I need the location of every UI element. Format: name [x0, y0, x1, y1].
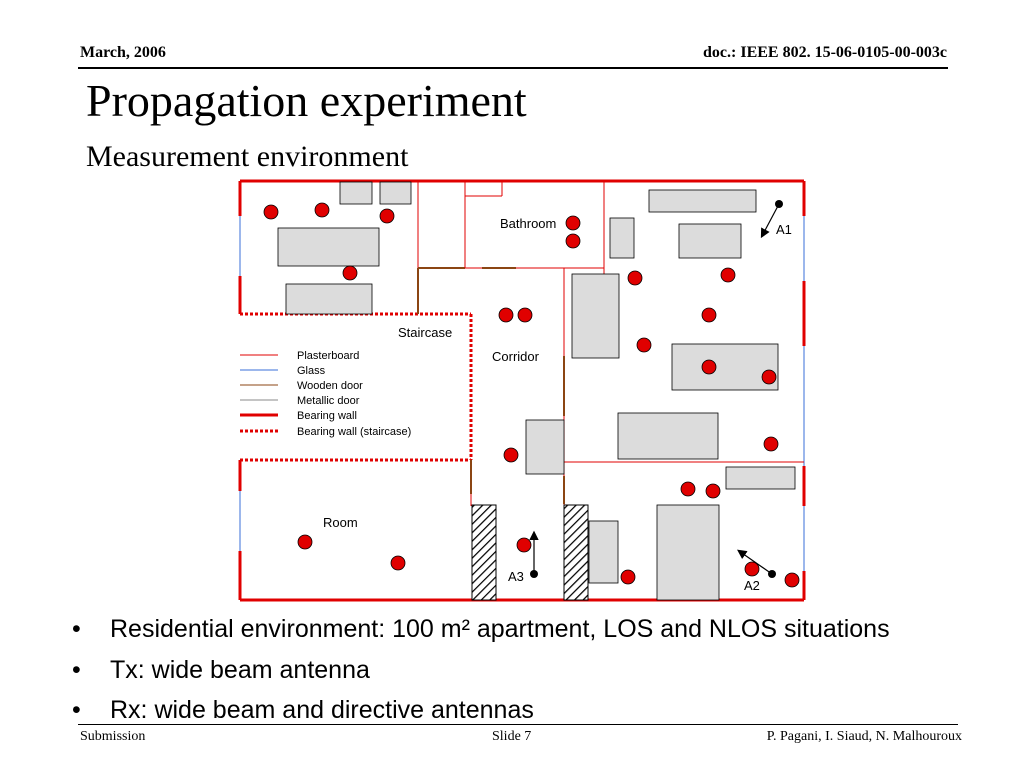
- measurement-point: [784, 572, 800, 588]
- measurement-point: [627, 270, 643, 286]
- measurement-point: [705, 483, 721, 499]
- staircase-label: Staircase: [398, 325, 452, 340]
- measurement-point: [680, 481, 696, 497]
- measurement-point: [516, 537, 532, 553]
- antenna-a1-label: A1: [776, 222, 792, 237]
- legend-bearing-wall-staircase: Bearing wall (staircase): [297, 426, 411, 438]
- bullet-text: Residential environment: 100 m² apartmen…: [110, 615, 890, 643]
- room-label: Room: [323, 515, 358, 530]
- measurement-point: [636, 337, 652, 353]
- measurement-point: [701, 307, 717, 323]
- floor-plan-diagram: Bathroom Staircase Corridor Room Plaster…: [238, 179, 806, 602]
- bullet-item: • Tx: wide beam antenna: [70, 653, 890, 694]
- antenna-a2-point: [768, 570, 776, 578]
- slide-title: Propagation experiment: [86, 75, 527, 126]
- bullet-dot-icon: •: [72, 615, 81, 643]
- antenna-a2-arrow: [737, 549, 773, 575]
- antenna-a2-label: A2: [744, 578, 760, 593]
- footer-divider: [78, 724, 958, 725]
- furniture: [277, 181, 796, 601]
- bullet-text: Rx: wide beam and directive antennas: [110, 696, 534, 724]
- slide-subtitle: Measurement environment: [86, 140, 409, 173]
- measurement-point: [498, 307, 514, 323]
- bullet-list: • Residential environment: 100 m² apartme…: [70, 612, 890, 734]
- measurement-point: [263, 204, 279, 220]
- measurement-point: [503, 447, 519, 463]
- measurement-point: [517, 307, 533, 323]
- footer-authors: P. Pagani, I. Siaud, N. Malhouroux: [766, 729, 962, 744]
- bullet-item: • Rx: wide beam and directive antennas: [70, 693, 890, 734]
- legend-bearing-wall: Bearing wall: [297, 410, 357, 422]
- legend-metallic-door: Metallic door: [297, 395, 360, 407]
- stair-hatches: [471, 504, 589, 601]
- antennas: A1 A2 A3: [508, 200, 792, 593]
- footer-slide-number: Slide 7: [492, 729, 532, 744]
- legend: Plasterboard Glass Wooden door Metallic …: [240, 350, 411, 438]
- legend-plasterboard: Plasterboard: [297, 350, 359, 362]
- room-labels: Bathroom Staircase Corridor Room: [323, 216, 556, 530]
- bathroom-label: Bathroom: [500, 216, 556, 231]
- footer-submission: Submission: [80, 729, 146, 744]
- antenna-a1-arrow: [760, 203, 780, 239]
- measurement-point: [565, 215, 581, 231]
- antenna-a3-point: [530, 570, 538, 578]
- measurement-point: [379, 208, 395, 224]
- measurement-point: [314, 202, 330, 218]
- antenna-a1-point: [775, 200, 783, 208]
- antenna-a3-label: A3: [508, 569, 524, 584]
- bullet-item: • Residential environment: 100 m² apartme…: [70, 612, 890, 653]
- corridor-label: Corridor: [492, 349, 540, 364]
- measurement-point: [761, 369, 777, 385]
- measurement-point: [390, 555, 406, 571]
- measurement-point: [565, 233, 581, 249]
- legend-wooden-door: Wooden door: [297, 380, 363, 392]
- bullet-dot-icon: •: [72, 655, 81, 684]
- measurement-point: [763, 436, 779, 452]
- legend-glass: Glass: [297, 365, 326, 377]
- header-divider: [78, 67, 948, 69]
- measurement-point: [744, 561, 760, 577]
- bullet-dot-icon: •: [72, 696, 81, 724]
- measurement-point: [701, 359, 717, 375]
- measurement-point: [620, 569, 636, 585]
- walls: [238, 179, 806, 602]
- measurement-point: [720, 267, 736, 283]
- measurement-points: [263, 202, 800, 588]
- measurement-point: [297, 534, 313, 550]
- measurement-point: [342, 265, 358, 281]
- bullet-text: Tx: wide beam antenna: [110, 655, 370, 684]
- header-date: March, 2006: [80, 44, 166, 61]
- header-doc-id: doc.: IEEE 802. 15-06-0105-00-003c: [703, 44, 947, 61]
